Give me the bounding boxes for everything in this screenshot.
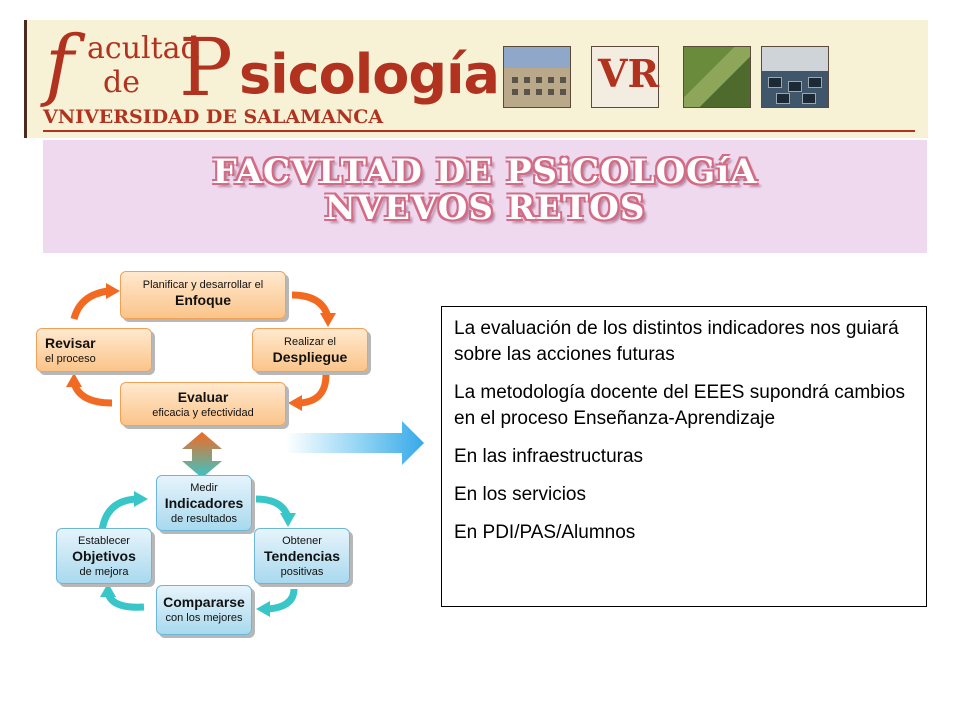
comparar-small: con los mejores bbox=[165, 612, 243, 624]
obtener-small: Obtener bbox=[282, 535, 322, 547]
comparar-box: Compararse con los mejores bbox=[156, 585, 252, 635]
text-item-pdi-pas-alumnos: En PDI/PAS/Alumnos bbox=[454, 522, 636, 543]
establecer-small2: de mejora bbox=[79, 566, 129, 578]
evaluar-box: Evaluar eficacia y efectividad bbox=[120, 382, 286, 426]
planificar-large: Enfoque bbox=[175, 292, 231, 308]
medir-small: Medir bbox=[190, 482, 218, 494]
establecer-large: Objetivos bbox=[72, 548, 136, 564]
revisar-large: Revisar bbox=[45, 335, 96, 351]
text-item-servicios: En los servicios bbox=[454, 484, 586, 505]
title-faculty: FACVLTAD DE PSiCOLOGíA bbox=[212, 152, 758, 192]
logo-word-acultad: acultad bbox=[87, 31, 200, 66]
arrowhead-medir bbox=[134, 491, 148, 507]
establecer-small: Establecer bbox=[78, 535, 130, 547]
orange-cycle-arrows bbox=[66, 283, 336, 411]
connector-arrow-shape bbox=[182, 432, 222, 478]
realizar-small: Realizar el bbox=[284, 336, 336, 348]
header-banner: f acultad de P sicología VNIVERSIDAD DE … bbox=[24, 20, 928, 138]
connector-double-arrow bbox=[182, 432, 222, 478]
realizar-box: Realizar el Despliegue bbox=[252, 328, 368, 372]
arrowhead-evaluar bbox=[288, 395, 302, 411]
text-item-evaluacion: La evaluación de los distintos indicador… bbox=[454, 318, 899, 365]
teal-cycle-arrows bbox=[98, 491, 298, 617]
arrow-obtener-to-comparar bbox=[267, 588, 298, 613]
text-item-metodologia: La metodología docente del EEES supondrá… bbox=[454, 382, 906, 429]
obtener-small2: positivas bbox=[280, 566, 324, 578]
logo-word-sicologia: sicología bbox=[239, 43, 500, 106]
evaluar-large: Evaluar bbox=[177, 389, 229, 405]
medir-box: Medir Indicadores de resultados bbox=[156, 475, 252, 531]
establecer-box: Establecer Objetivos de mejora bbox=[56, 528, 152, 584]
obtener-box: Obtener Tendencias positivas bbox=[254, 528, 350, 584]
revisar-small: el proceso bbox=[45, 353, 96, 365]
arrow-establecer-to-medir bbox=[98, 495, 137, 532]
revisar-box: Revisar el proceso bbox=[36, 328, 152, 372]
comparar-large: Compararse bbox=[163, 594, 245, 610]
arrowhead-establecer bbox=[100, 583, 116, 597]
banner-divider bbox=[43, 130, 915, 132]
garden-photo bbox=[683, 46, 751, 108]
planificar-small: Planificar y desarrollar el bbox=[142, 279, 264, 291]
text-box: La evaluación de los distintos indicador… bbox=[441, 306, 927, 607]
arrowhead-revisar bbox=[66, 373, 82, 387]
evaluar-small: eficacia y efectividad bbox=[152, 407, 254, 419]
computer-lab-photo bbox=[761, 46, 829, 108]
planificar-box: Planificar y desarrollar el Enfoque bbox=[120, 271, 286, 319]
text-item-infraestructuras: En las infraestructuras bbox=[454, 446, 644, 467]
cycle-arrows bbox=[66, 283, 424, 617]
arrowhead-planificar bbox=[106, 283, 120, 299]
arrow-realizar-to-evaluar bbox=[299, 374, 330, 407]
logo-letter-p: P bbox=[179, 21, 233, 114]
title-new-challenges: NVEVOS RETOS bbox=[324, 188, 646, 228]
logo-word-de: de bbox=[103, 65, 140, 100]
arrow-revisar-to-planificar bbox=[70, 287, 109, 321]
university-name: VNIVERSIDAD DE SALAMANCA bbox=[43, 106, 384, 128]
title-band: FACVLTAD DE PSiCOLOGíA NVEVOS RETOS bbox=[43, 140, 927, 253]
arrowhead-obtener bbox=[280, 513, 296, 527]
building-photo bbox=[503, 46, 571, 108]
obtener-large: Tendencias bbox=[264, 548, 340, 564]
medir-small2: de resultados bbox=[170, 513, 238, 525]
arrowhead-comparar bbox=[256, 601, 270, 617]
university-emblem: VR bbox=[591, 46, 659, 108]
emblem-letters: VR bbox=[598, 51, 660, 96]
arrowhead-realizar bbox=[320, 313, 336, 327]
medir-large: Indicadores bbox=[164, 495, 244, 511]
transition-arrow bbox=[286, 421, 424, 465]
realizar-large: Despliegue bbox=[272, 349, 348, 365]
quality-cycle-diagram: Planificar y desarrollar el Enfoque Revi… bbox=[0, 255, 440, 655]
logo-letter-f: f bbox=[45, 20, 74, 110]
